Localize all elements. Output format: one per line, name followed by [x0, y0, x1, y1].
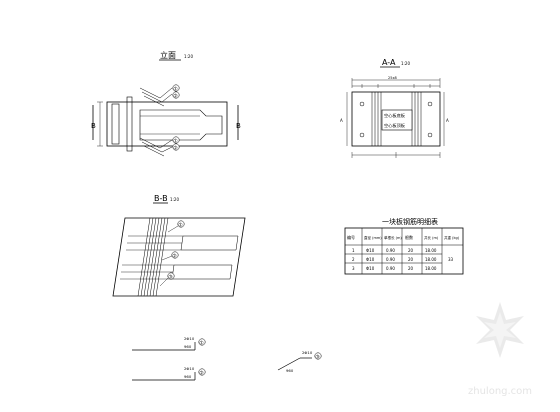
detail-3-bubble: ③ — [315, 354, 319, 360]
detail-1-bottom: 960 — [184, 344, 192, 349]
detail-3-bottom: 960 — [286, 368, 294, 373]
table-cell: 0.90 — [386, 248, 395, 253]
table-cell: 0.90 — [386, 266, 395, 271]
section-bb-scale: 1:20 — [170, 197, 179, 202]
table-cell-total-weight: 33 — [448, 257, 454, 262]
detail-3-top: 2Φ10 — [302, 350, 313, 355]
table-cell: 0.90 — [386, 257, 395, 262]
table-header-total-length: 共长 (m) — [424, 235, 439, 240]
table-header-unit-length: 单根长 (m) — [384, 235, 402, 240]
table-cell: 18.00 — [425, 266, 437, 271]
detail-2-bottom: 960 — [184, 374, 192, 379]
section-marker-a-left: A — [340, 118, 343, 123]
rebar-detail-3: 2Φ10 960 ③ — [277, 350, 322, 373]
section-aa-title: A-A — [382, 58, 396, 67]
table-cell: 18.00 — [425, 248, 437, 253]
bubble-1: ① — [173, 138, 178, 144]
section-bb-title: B-B — [154, 194, 168, 203]
section-marker-a-right: A — [446, 118, 449, 123]
rebar-detail-2: 2Φ10 960 ② — [132, 366, 206, 381]
elevation-view: 立面 1:20 B B ① — [91, 50, 241, 157]
table-header-count: 根数 — [405, 234, 413, 240]
table-header-total-weight: 共重 (kg) — [444, 235, 460, 240]
rebar-detail-1: 2Φ10 960 ① — [132, 336, 206, 351]
table-cell: 20 — [408, 248, 414, 253]
table-cell: Φ10 — [366, 248, 375, 253]
aa-top-dimension: 25x8 — [388, 76, 397, 80]
watermark-text: zhulong.com — [468, 386, 532, 397]
bubble-2: ② — [173, 93, 178, 99]
table-title: 一块板钢筋明细表 — [382, 217, 438, 226]
detail-2-top: 2Φ10 — [184, 366, 195, 371]
elevation-title: 立面 — [160, 50, 176, 60]
aa-label-top: 空心板底板 — [384, 112, 406, 119]
section-marker-b-right: B — [236, 122, 241, 130]
rebar-table: 一块板钢筋明细表 编号 直径 (mm) 单根长 (m) 根数 共长 (m) 共重… — [344, 217, 464, 275]
bubble-3: ③ — [168, 274, 172, 280]
table-header-no: 编号 — [347, 234, 355, 240]
table-cell: 3 — [352, 266, 355, 271]
section-aa-view: A-A 1:20 25x8 — [340, 58, 449, 158]
bubble-2: ② — [172, 253, 177, 259]
detail-2-bubble: ② — [199, 370, 204, 376]
table-cell: Φ10 — [366, 266, 375, 271]
aa-label-bottom: 空心板顶板 — [384, 122, 406, 129]
detail-1-bubble: ① — [199, 340, 204, 346]
section-bb-view: B-B 1:20 ① ② — [112, 194, 246, 297]
table-cell: 1 — [352, 248, 355, 253]
elevation-scale: 1:20 — [184, 54, 193, 59]
section-marker-b-left: B — [91, 122, 96, 130]
bubble-1: ① — [173, 86, 178, 92]
detail-1-top: 2Φ10 — [184, 336, 195, 341]
bubble-1: ① — [178, 222, 183, 228]
table-cell: 20 — [408, 266, 414, 271]
bubble-2: ② — [173, 145, 178, 151]
table-cell: 18.00 — [425, 257, 437, 262]
table-cell: 20 — [408, 257, 414, 262]
table-cell: 2 — [352, 257, 355, 262]
table-header-diameter: 直径 (mm) — [364, 235, 382, 240]
table-cell: Φ10 — [366, 257, 375, 262]
section-aa-scale: 1:20 — [401, 61, 410, 66]
watermark-logo: zhulong.com — [468, 302, 532, 397]
